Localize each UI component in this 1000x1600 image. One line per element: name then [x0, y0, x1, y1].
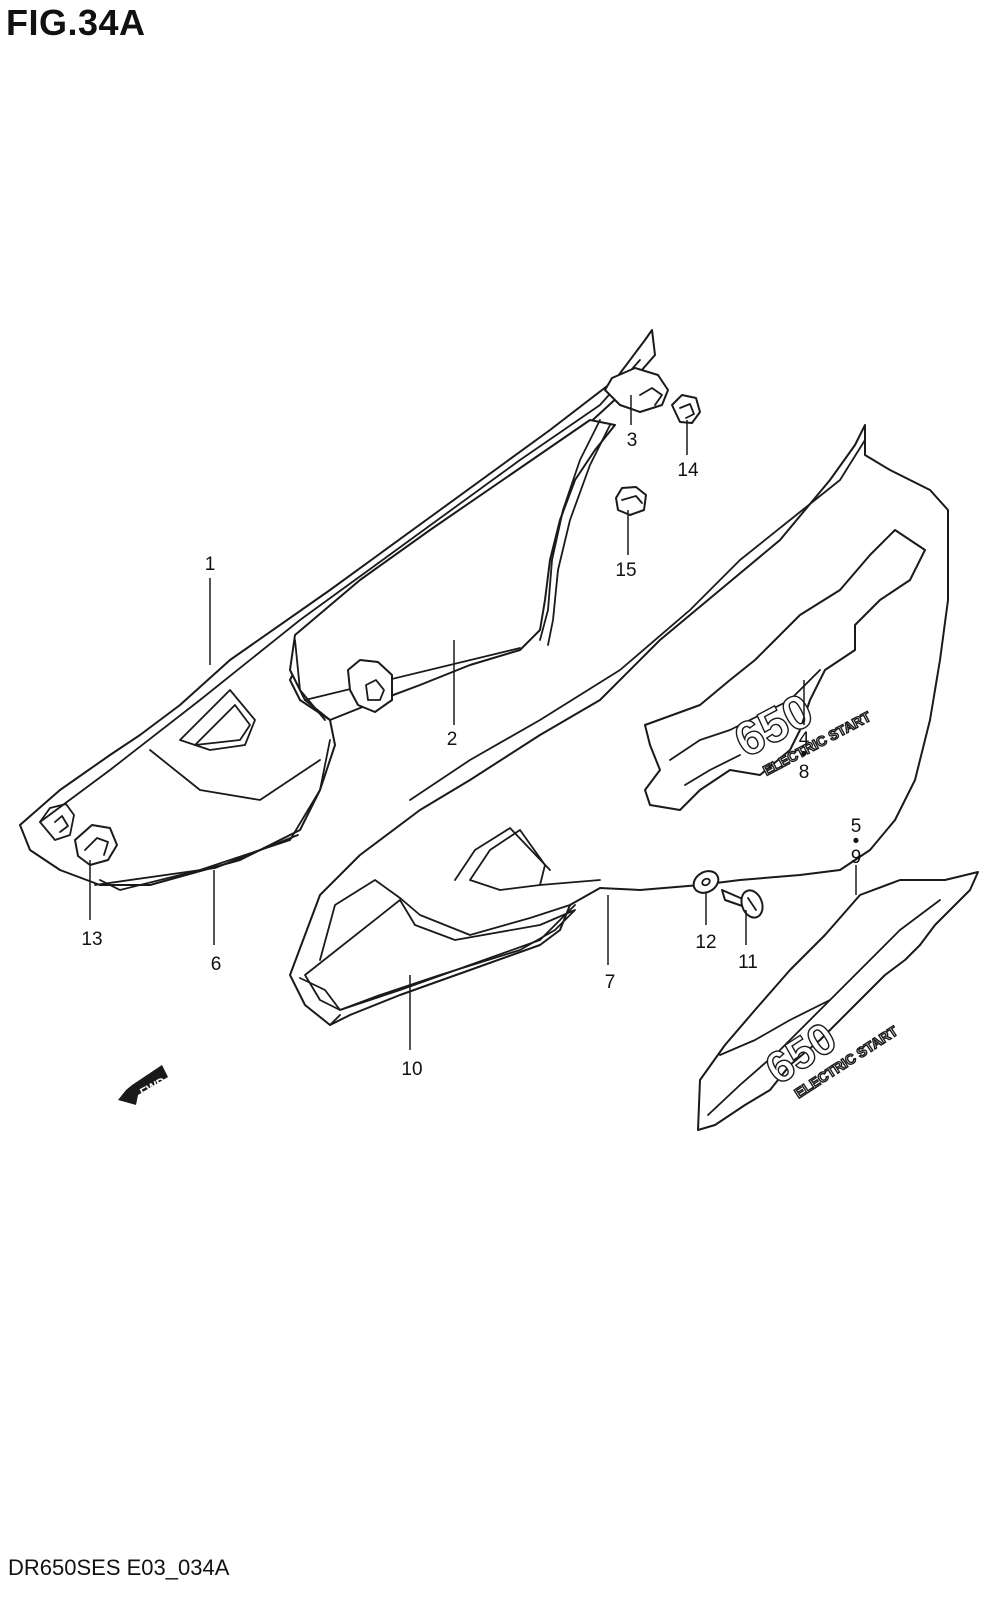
screw-11: [721, 889, 764, 919]
callout-7: 7: [605, 972, 616, 993]
callout-14: 14: [677, 460, 699, 481]
callout-8: 8: [799, 762, 810, 783]
callout-labels: 1 2 3 14 15 4 • 8 5 • 9 13 6 7 10 12 11: [81, 430, 861, 1080]
leader-lines: [89, 395, 857, 1050]
callout-3: 3: [627, 430, 638, 451]
callout-10: 10: [401, 1059, 422, 1080]
small-decal: 650 ELECTRIC START: [697, 871, 979, 1131]
callout-13: 13: [81, 929, 102, 950]
cushion-15: [615, 486, 647, 516]
callout-6: 6: [211, 954, 222, 975]
callout-11: 11: [738, 952, 758, 973]
callout-12: 12: [695, 932, 716, 953]
diagram-footer-code: DR650SES E03_034A: [8, 1555, 230, 1580]
callout-4: 4: [799, 729, 810, 750]
clip-bracket: [604, 367, 669, 413]
fwd-direction-arrow: FWD: [118, 1065, 169, 1105]
lower-stripe-10: [304, 899, 576, 1011]
right-frame-cover: [289, 424, 949, 1026]
callout-15: 15: [615, 560, 636, 581]
figure-title: FIG.34A: [6, 2, 146, 43]
inner-panel: [289, 419, 616, 721]
callout-5-9-separator: •: [853, 831, 860, 852]
callout-9: 9: [851, 847, 862, 868]
callout-1: 1: [205, 554, 216, 575]
callout-5: 5: [851, 816, 862, 837]
grommet-14: [671, 394, 701, 424]
grommet-13: [39, 803, 118, 866]
callout-4-8-separator: •: [801, 744, 808, 765]
callout-2: 2: [447, 729, 458, 750]
washer-12: [692, 870, 720, 894]
